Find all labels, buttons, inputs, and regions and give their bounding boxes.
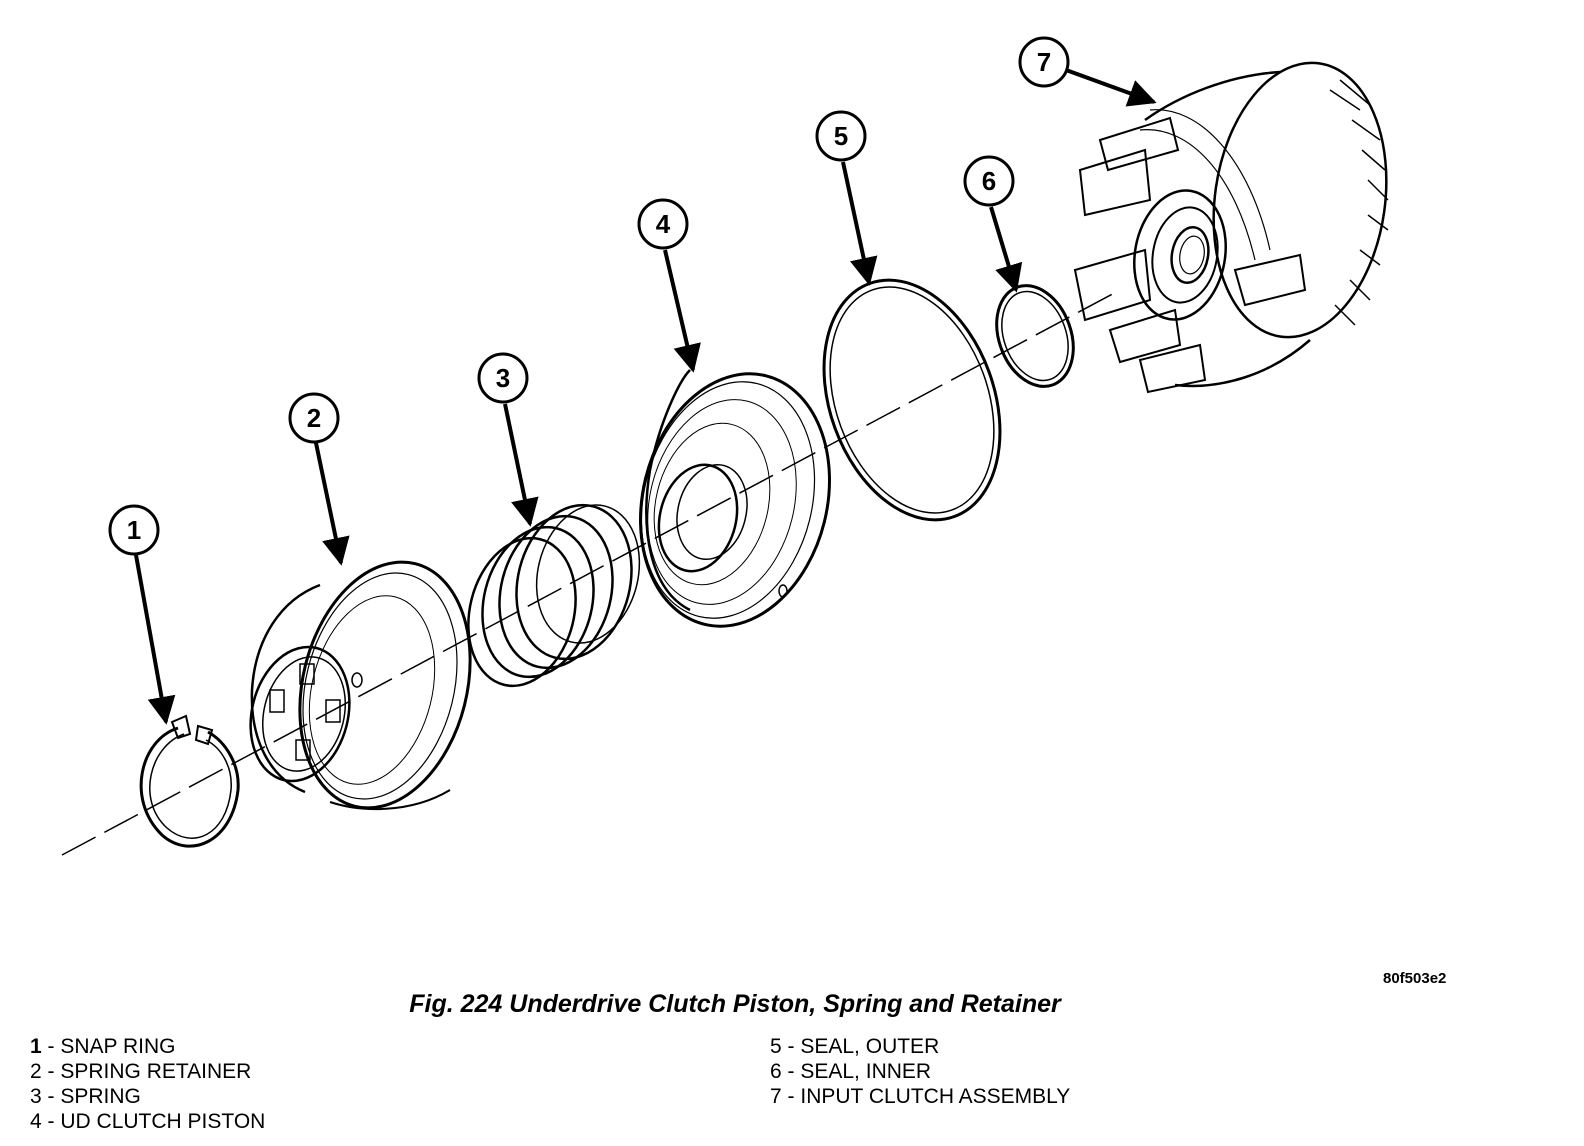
part-spring — [467, 503, 641, 688]
legend-item-separator: - — [41, 1110, 61, 1133]
leader-arrow-2 — [314, 442, 350, 566]
legend-item-number: 3 — [30, 1085, 42, 1108]
callout-2: 2 — [288, 392, 340, 444]
leader-arrow-6 — [989, 206, 1023, 293]
leader-arrow-1 — [134, 554, 176, 725]
callout-4: 4 — [637, 198, 689, 250]
legend-item-number: 4 — [30, 1110, 42, 1133]
legend-item: 5 - SEAL, OUTER — [770, 1034, 1070, 1059]
leader-arrow-3 — [503, 403, 539, 527]
legend-item-text: INPUT CLUTCH ASSEMBLY — [800, 1085, 1071, 1108]
callout-number-2: 2 — [307, 403, 321, 433]
leader-arrow-7 — [1065, 68, 1157, 107]
callout-number-6: 6 — [982, 166, 996, 196]
legend-item-text: SNAP RING — [60, 1035, 176, 1058]
legend-item: 3 - SPRING — [30, 1084, 265, 1109]
part-seal-inner — [995, 284, 1075, 388]
legend-item-separator: - — [41, 1035, 61, 1058]
callout-1: 1 — [108, 504, 160, 556]
legend-item: 6 - SEAL, INNER — [770, 1059, 1070, 1084]
legend-item-separator: - — [781, 1085, 801, 1108]
callout-number-5: 5 — [834, 121, 848, 151]
legend-item: 1 - SNAP RING — [30, 1034, 265, 1059]
legend-item-number: 2 — [30, 1060, 42, 1083]
legend-item-text: UD CLUTCH PISTON — [60, 1110, 266, 1133]
legend-item-text: SPRING — [60, 1085, 141, 1108]
callout-number-4: 4 — [656, 209, 671, 239]
legend-item-separator: - — [41, 1060, 61, 1083]
legend-item-separator: - — [781, 1035, 801, 1058]
legend-item: 7 - INPUT CLUTCH ASSEMBLY — [770, 1084, 1070, 1109]
exploded-view-diagram: 1 2 3 4 5 6 7 — [61, 36, 1389, 856]
legend-item-number: 1 — [30, 1035, 42, 1058]
part-ud-clutch-piston — [639, 369, 831, 628]
leader-arrow-4 — [663, 249, 701, 373]
callout-5: 5 — [815, 110, 867, 162]
legend-item: 4 - UD CLUTCH PISTON — [30, 1109, 265, 1134]
legend-item-separator: - — [41, 1085, 61, 1108]
callout-6: 6 — [963, 155, 1015, 207]
callout-7: 7 — [1018, 36, 1070, 88]
callout-number-1: 1 — [127, 515, 141, 545]
figure-caption: Fig. 224 Underdrive Clutch Piston, Sprin… — [409, 990, 1061, 1018]
legend-item-separator: - — [781, 1060, 801, 1083]
legend-item-number: 7 — [770, 1085, 782, 1108]
legend-item-number: 6 — [770, 1060, 782, 1083]
legend-left-column: 1 - SNAP RING 2 - SPRING RETAINER 3 - SP… — [30, 1034, 265, 1134]
legend-right-column: 5 - SEAL, OUTER 6 - SEAL, INNER 7 - INPU… — [770, 1034, 1070, 1109]
legend-item: 2 - SPRING RETAINER — [30, 1059, 265, 1084]
callout-3: 3 — [477, 352, 529, 404]
part-snap-ring — [139, 714, 240, 848]
legend-item-text: SEAL, INNER — [800, 1060, 932, 1083]
leader-arrow-5 — [841, 161, 878, 286]
leader-arrows — [134, 68, 1157, 725]
callout-number-3: 3 — [496, 363, 510, 393]
figure-reference-code: 80f503e2 — [1383, 970, 1447, 987]
legend-item-number: 5 — [770, 1035, 782, 1058]
part-spring-retainer — [249, 560, 472, 811]
legend-item-text: SPRING RETAINER — [60, 1060, 252, 1083]
callout-number-7: 7 — [1037, 47, 1051, 77]
part-input-clutch-assembly — [1073, 61, 1389, 394]
legend-item-text: SEAL, OUTER — [800, 1035, 940, 1058]
